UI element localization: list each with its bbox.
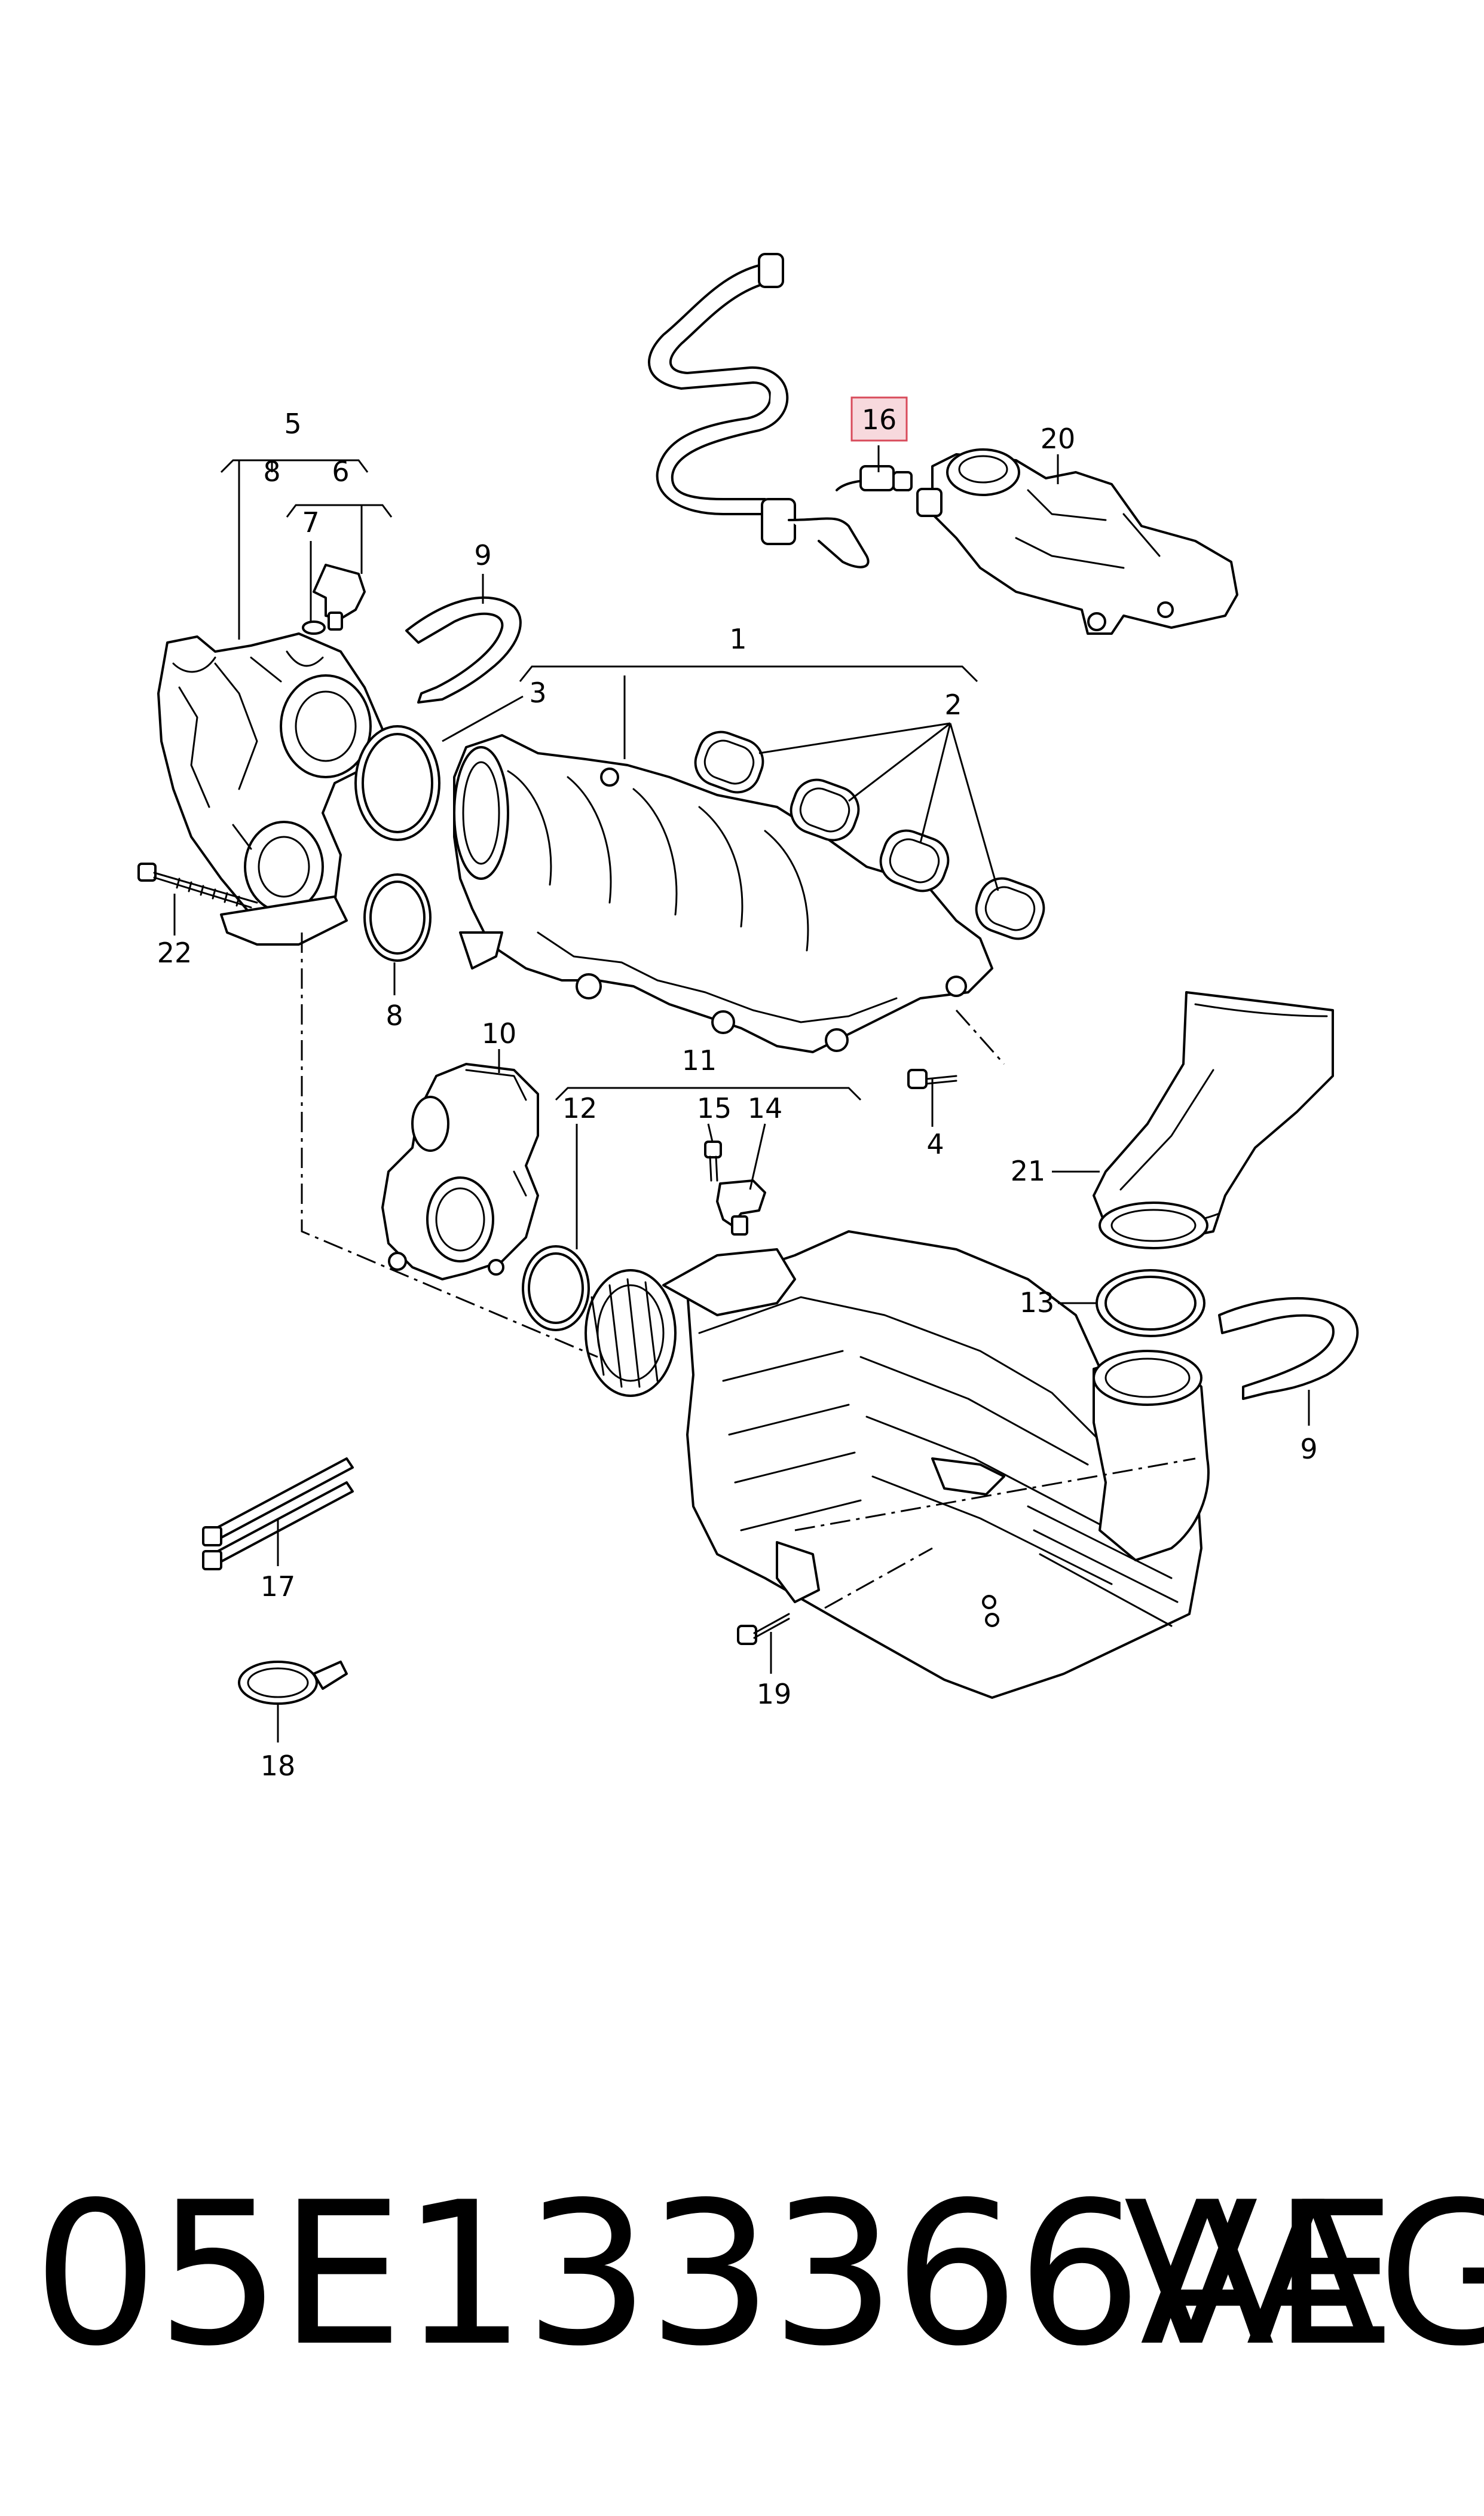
- callout-12: 12: [562, 1092, 598, 1124]
- callout-18: 18: [261, 1750, 296, 1782]
- callout-11: 11: [682, 1044, 717, 1077]
- gasket-12: [522, 1245, 590, 1331]
- callout-2: 2: [944, 689, 962, 721]
- cooler-outlet-pipe: [1093, 1350, 1210, 1561]
- callout-9-top: 9: [474, 539, 491, 571]
- breather-hose: [648, 253, 910, 568]
- callout-16: 16: [862, 403, 897, 436]
- sensor-6: [313, 564, 366, 631]
- throttle-body-10: [381, 1063, 539, 1280]
- manifold-gasket-2d: [975, 877, 1045, 940]
- air-duct-21: [1093, 991, 1334, 1249]
- callout-9-bottom: 9: [1300, 1433, 1317, 1465]
- callout-14: 14: [748, 1092, 783, 1124]
- gasket-3: [354, 725, 440, 841]
- bolt-19: [737, 1613, 790, 1645]
- intake-manifold-1: [453, 734, 993, 1053]
- clamp-18: [238, 1661, 348, 1705]
- bolt-15: [704, 1141, 722, 1182]
- callout-10: 10: [482, 1017, 517, 1050]
- highlight-box-16: [850, 396, 908, 442]
- callout-8-bottom: 8: [385, 999, 403, 1032]
- callout-17: 17: [261, 1570, 296, 1603]
- callout-labels: 1 2 3 4 5 6 7 8 8 9 9 10 11 12 13 14 15 …: [157, 403, 1318, 1782]
- callout-15: 15: [697, 1092, 732, 1124]
- callout-13: 13: [1020, 1286, 1055, 1319]
- callout-6: 6: [332, 455, 349, 488]
- clamp-9-top: [405, 596, 522, 704]
- cable-tie-17: [202, 1457, 354, 1570]
- gasket-13: [1096, 1269, 1205, 1337]
- callout-20: 20: [1041, 423, 1076, 455]
- callout-7: 7: [302, 506, 319, 539]
- callout-3: 3: [529, 677, 546, 709]
- callout-5: 5: [284, 408, 301, 440]
- callout-21: 21: [1011, 1155, 1046, 1187]
- charge-air-cooler-11: [585, 1230, 1203, 1699]
- bracket-22: [220, 895, 348, 946]
- manifold-gasket-2a: [694, 730, 764, 794]
- oil-separator-20: [916, 448, 1238, 635]
- sensor-14: [716, 1179, 766, 1236]
- brand-name: VAG: [1124, 2160, 1484, 2389]
- manifold-gasket-2c: [879, 829, 950, 892]
- gasket-8: [363, 873, 432, 962]
- manifold-gasket-2b: [790, 778, 860, 842]
- clamp-9-bottom: [1218, 1297, 1359, 1400]
- callout-22: 22: [157, 937, 192, 969]
- callout-8-top: 8: [263, 455, 280, 488]
- bolt-22: [137, 863, 258, 909]
- air-guide-pipe-5: [157, 632, 384, 940]
- part-number: 05E133366AE: [33, 2160, 1397, 2389]
- callout-4: 4: [926, 1128, 944, 1160]
- connector-16: [859, 465, 913, 491]
- callout-19: 19: [757, 1678, 792, 1710]
- bolt-4: [907, 1069, 957, 1089]
- callout-1: 1: [729, 623, 746, 655]
- leader-lines: [173, 445, 1310, 1742]
- o-ring-7: [302, 620, 326, 635]
